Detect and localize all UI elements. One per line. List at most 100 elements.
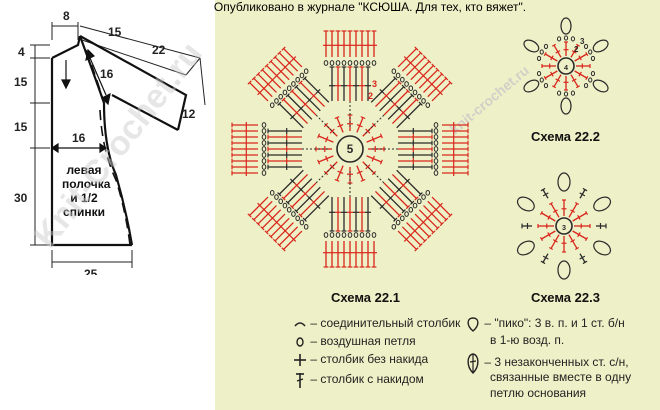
legend-cluster: – 3 незаконченных ст. с/н, — [465, 352, 629, 374]
stitch-cross — [437, 202, 443, 208]
chain-mark — [583, 43, 589, 50]
stitch-mark — [541, 212, 556, 222]
chain-mark — [335, 232, 341, 238]
chain-mark — [286, 85, 292, 92]
stitch-cap — [323, 170, 329, 176]
stitch-cap — [317, 133, 321, 139]
dim-sleeve-22: 22 — [152, 43, 166, 57]
chain-mark — [590, 70, 596, 77]
stitch-cap — [281, 97, 286, 102]
scheme-22-1-motif: 523 — [231, 30, 469, 268]
chain-mark — [303, 68, 309, 75]
stitch-mark — [541, 230, 556, 240]
chain-mark — [282, 89, 288, 96]
stitch-mark — [423, 73, 443, 93]
stitch-cross — [542, 255, 549, 260]
stitch-cap — [575, 43, 581, 47]
chain-mark — [556, 90, 562, 96]
stitch-cross — [306, 195, 313, 201]
stitch-mark — [418, 209, 439, 229]
chain-mark — [543, 43, 549, 50]
dim-upper-15: 15 — [14, 75, 28, 89]
stitch-mark — [379, 186, 405, 212]
stitch-mark — [356, 165, 364, 181]
stitch-mark — [266, 213, 286, 233]
stitch-cap — [255, 71, 261, 77]
stitch-cross — [577, 214, 581, 220]
stitch-cross — [379, 88, 385, 95]
stitch-cap — [255, 221, 261, 227]
cluster-mark — [593, 240, 612, 256]
chain-mark — [371, 232, 377, 238]
chain-mark — [299, 72, 305, 79]
stitch-cap — [281, 46, 286, 51]
stitch-cross — [425, 77, 431, 83]
legend-single-crochet: – столбик без накида — [293, 352, 428, 366]
chain-mark — [433, 158, 439, 164]
stitch-cap — [548, 246, 554, 251]
stitch-mark — [318, 155, 334, 163]
stitch-cross — [274, 219, 280, 225]
chain-mark — [341, 232, 347, 238]
stitch-mark — [427, 77, 447, 98]
chain-mark — [425, 102, 431, 108]
stitch-cross — [420, 73, 426, 79]
stitch-mark — [266, 65, 286, 85]
stitch-mark — [249, 82, 269, 102]
chain-mark — [570, 90, 576, 96]
chain-mark — [539, 77, 544, 83]
stitch-cap — [277, 101, 282, 106]
stitch-mark — [257, 205, 277, 225]
stitch-cross — [403, 56, 409, 62]
stitch-cap — [418, 101, 423, 106]
chain-mark — [391, 68, 397, 75]
chain-icon — [296, 337, 304, 347]
dim-top-4: 4 — [18, 45, 25, 59]
stitch-cross — [571, 50, 577, 54]
stitch-mark — [383, 90, 409, 116]
stitch-cross — [269, 77, 275, 83]
garment-pattern: 8 15 4 15 15 30 16 16 22 12 25 — [14, 9, 206, 275]
stitch-mark — [553, 74, 562, 88]
stitch-cap — [334, 116, 340, 120]
stitch-mark — [283, 99, 309, 125]
stitch-mark — [397, 230, 417, 250]
chain-mark — [412, 202, 418, 209]
stitch-cross — [552, 239, 558, 243]
cluster-mark — [516, 196, 535, 212]
legend-text: – столбик без накида — [310, 352, 429, 366]
stitch-cap — [397, 213, 402, 218]
chain-mark — [425, 190, 431, 196]
scheme-22-2-center-label: 4 — [564, 63, 568, 72]
stitch-cross — [265, 211, 271, 217]
stitch-mark — [336, 117, 344, 133]
stitch-cap — [540, 187, 546, 192]
stitch-cross — [315, 88, 321, 95]
chain-mark — [365, 232, 371, 238]
cluster-mark — [592, 79, 609, 93]
chain-mark — [347, 232, 353, 238]
chain-mark — [278, 93, 284, 100]
stitch-mark — [283, 230, 303, 250]
stitch-cross — [433, 85, 439, 91]
stitch-cross — [289, 114, 296, 120]
chain-mark — [261, 122, 267, 128]
stitch-cap — [414, 97, 419, 102]
stitch-cross — [286, 232, 292, 238]
cluster-mark — [523, 39, 540, 53]
chain-mark — [421, 194, 426, 200]
stitch-mark — [383, 182, 409, 208]
stitch-cap — [260, 67, 265, 72]
stitch-cross — [278, 68, 284, 74]
chain-mark — [536, 55, 542, 62]
stitch-cap — [360, 178, 366, 182]
stitch-mark — [572, 212, 587, 222]
stitch-cap — [585, 51, 589, 57]
chain-mark — [433, 146, 439, 152]
stitch-cap — [422, 54, 428, 60]
stitch-mark — [287, 178, 313, 204]
stitch-mark — [274, 56, 294, 76]
stitch-cross — [274, 73, 280, 79]
scheme-22-3-ring — [555, 217, 573, 235]
